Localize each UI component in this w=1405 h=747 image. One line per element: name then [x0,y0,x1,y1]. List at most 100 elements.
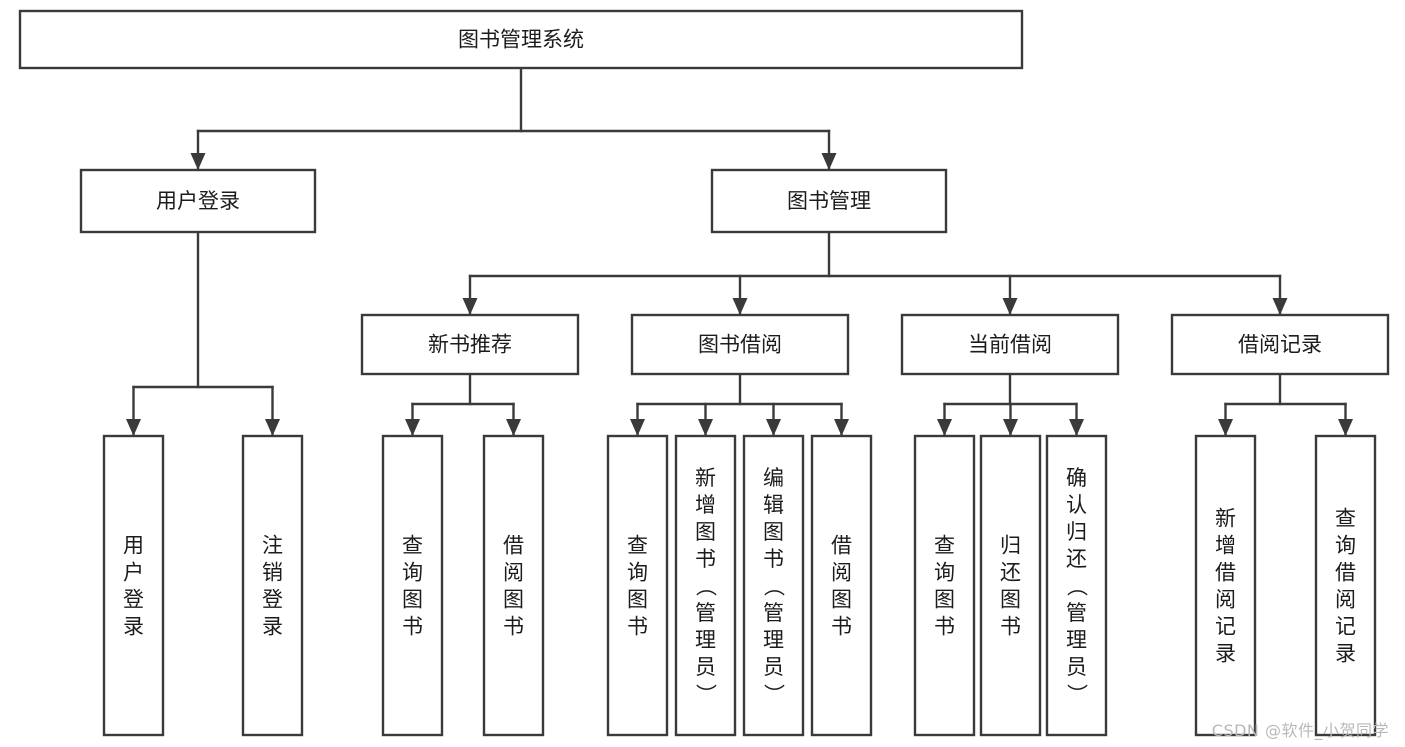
node-box[interactable] [630,313,850,376]
node-label-char: 增 [1215,534,1236,558]
arrow-head-icon [937,419,952,436]
connector-group [405,372,521,437]
node-label-char: 查 [934,534,955,558]
node-box[interactable] [674,434,737,737]
node-label-char: 询 [402,561,423,585]
node-level3-2[interactable]: 当前借阅 [900,313,1120,376]
node-box[interactable] [1314,434,1377,737]
node-label: 借阅记录 [1238,333,1322,357]
arrow-head-icon [506,419,521,436]
node-label-char: 图 [695,520,716,544]
node-label-char: 理 [695,628,716,652]
arrow-head-icon [732,298,748,315]
node-label-char: 管 [1066,601,1087,625]
node-label: 新书推荐 [428,333,512,357]
node-box[interactable] [102,434,165,737]
node-box[interactable] [381,434,444,737]
node-root-0[interactable]: 图书管理系统 [18,9,1024,70]
node-label-char: 阅 [831,561,852,585]
node-label-char: 认 [1066,493,1087,517]
arrow-head-icon [1338,419,1353,436]
node-label-char: 员 [763,655,784,679]
node-box[interactable] [1194,434,1257,737]
node-label-char: 新 [1215,507,1236,531]
node-box[interactable] [482,434,545,737]
node-level2-0[interactable]: 用户登录 [79,168,317,234]
node-label-char: 记 [1215,615,1236,639]
node-level3-3[interactable]: 借阅记录 [1170,313,1390,376]
node-level2-1[interactable]: 图书管理 [710,168,948,234]
node-label-char: 借 [1335,561,1356,585]
node-label-char: 录 [123,615,144,639]
node-label-char: 管 [695,601,716,625]
node-label-char: 书 [503,615,524,639]
node-label-char: 图 [763,520,784,544]
node-box[interactable] [900,313,1120,376]
node-label-char: 登 [262,588,283,612]
node-level3-1[interactable]: 图书借阅 [630,313,850,376]
node-label-char: 员 [1066,655,1087,679]
node-label-char: 书 [831,615,852,639]
node-label-char: （ [694,576,718,597]
node-box[interactable] [1170,313,1390,376]
node-box[interactable] [18,9,1024,70]
node-box[interactable] [1045,434,1108,737]
node-box[interactable] [241,434,304,737]
node-label-char: 注 [262,534,283,558]
node-box[interactable] [742,434,805,737]
node-box[interactable] [913,434,976,737]
node-label: 用户登录 [156,189,240,213]
node-label-char: 借 [1215,561,1236,585]
node-level3-0[interactable]: 新书推荐 [360,313,580,376]
node-label-char: 阅 [503,561,524,585]
node-label-char: 录 [1335,642,1356,666]
arrow-head-icon [821,153,837,170]
arrow-head-icon [834,419,849,436]
node-label-char: 图 [627,588,648,612]
node-label-char: 图 [1000,588,1021,612]
node-label-char: 询 [1335,534,1356,558]
arrow-head-icon [630,419,645,436]
connector-group [630,372,849,437]
node-box[interactable] [810,434,873,737]
node-label-char: 图 [831,588,852,612]
node-box[interactable] [606,434,669,737]
node-label-char: 书 [934,615,955,639]
connector-group [937,372,1084,437]
arrow-head-icon [1003,419,1018,436]
arrow-head-icon [190,153,206,170]
connector-group [1218,372,1353,437]
node-label: 图书借阅 [698,333,782,357]
arrow-head-icon [1218,419,1233,436]
arrow-head-icon [265,419,280,436]
connector-group [462,230,1288,316]
node-label-char: 管 [763,601,784,625]
node-label-char: 还 [1066,547,1087,571]
node-box[interactable] [360,313,580,376]
node-box[interactable] [710,168,948,234]
node-leaf-0[interactable]: 用户登录 [102,434,165,737]
node-label-char: 录 [1215,642,1236,666]
node-label-char: 书 [627,615,648,639]
node-label-char: 增 [695,493,716,517]
node-box[interactable] [979,434,1042,737]
node-label-char: 用 [123,534,144,558]
node-label-char: 户 [123,561,144,585]
node-label-char: 员 [695,655,716,679]
connector-group [190,66,837,171]
node-box[interactable] [79,168,317,234]
